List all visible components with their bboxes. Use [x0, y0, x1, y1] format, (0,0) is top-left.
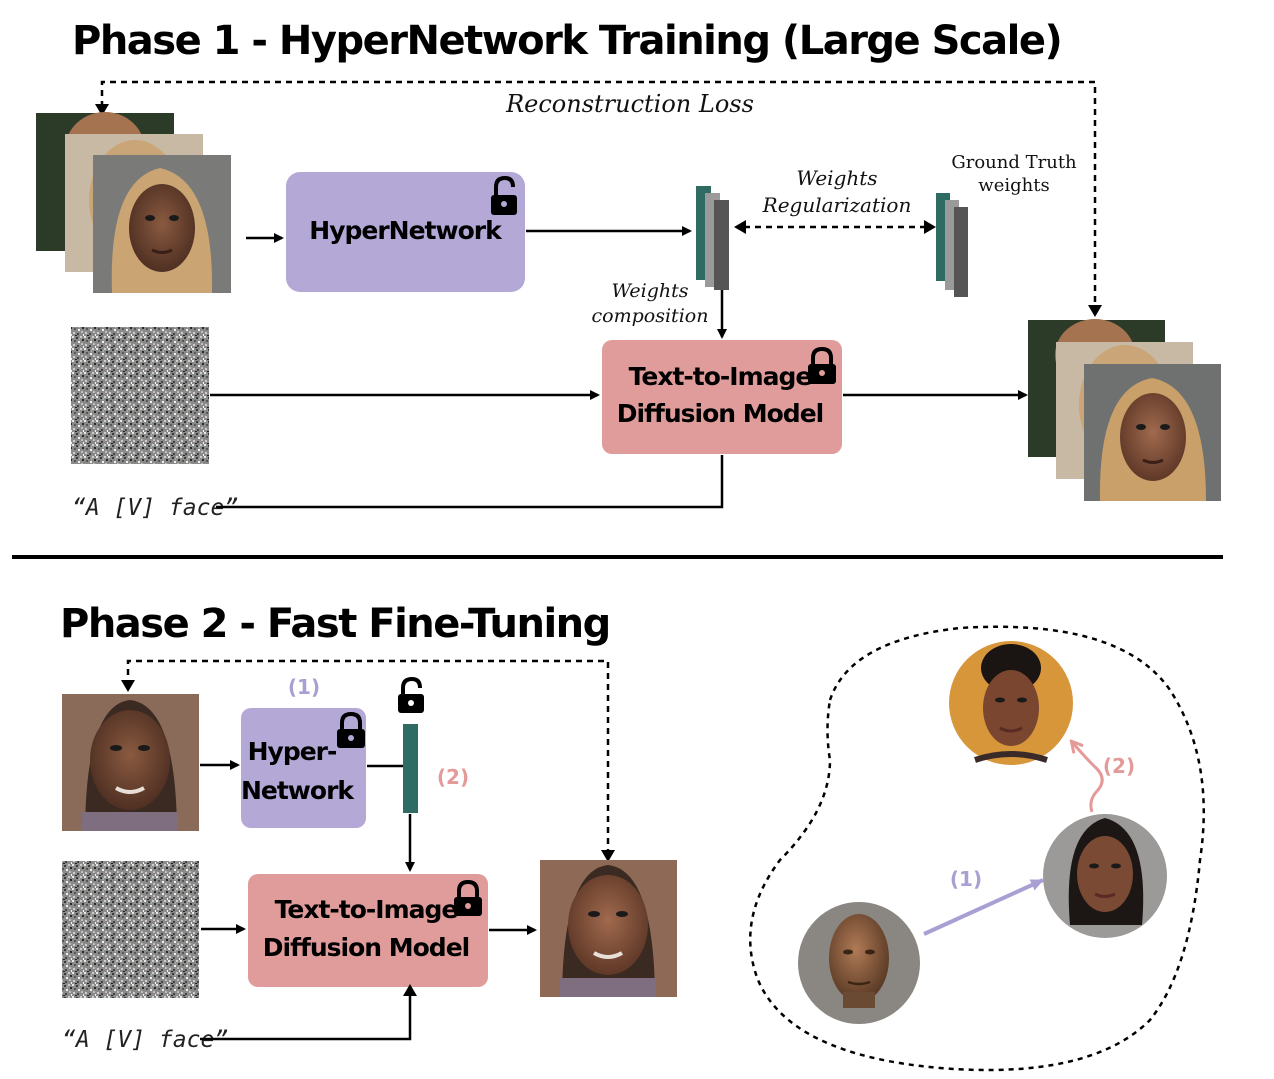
- phase2-hypernetwork-lock-icon: [337, 711, 365, 748]
- phase2-weight-bar: [403, 724, 418, 813]
- weights-composition-label-2: composition: [592, 305, 709, 327]
- unlock-icon: [491, 175, 517, 215]
- phase2-step2-label: (2): [437, 765, 469, 789]
- initial-weights-face: [798, 902, 920, 1024]
- weights-regularization-label-1: Weights: [796, 166, 877, 190]
- phase2-hypernetwork-label-2: Network: [241, 776, 355, 805]
- space-step2-arrow: [1072, 742, 1104, 813]
- prompt-connector: [216, 455, 724, 509]
- space-step2-label: (2): [1103, 754, 1135, 778]
- ground-truth-weights-stack: [936, 193, 968, 297]
- fine-tuned-face: [949, 641, 1073, 765]
- output-face-front: [1084, 364, 1221, 501]
- weights-composition-label-1: Weights: [611, 280, 688, 302]
- phase2-input-face: [62, 694, 199, 831]
- phase2-diffusion-box: Text-to-Image Diffusion Model: [248, 874, 488, 987]
- ground-truth-label-1: Ground Truth: [951, 152, 1077, 173]
- phase2-output-face: [540, 860, 677, 997]
- space-step1-arrow: [923, 878, 1044, 936]
- phase2-hypernetwork-box: Hyper- Network: [241, 708, 366, 828]
- hypernetwork-label: HyperNetwork: [309, 216, 503, 245]
- hypernetwork-box: HyperNetwork: [286, 172, 525, 292]
- reconstruction-loss-label: Reconstruction Loss: [505, 90, 754, 118]
- phase2-step1-label: (1): [288, 675, 320, 699]
- diffusion-model-box: Text-to-Image Diffusion Model: [602, 340, 842, 454]
- reconstruction-loss-arrow: [95, 80, 1102, 317]
- hypernetwork-prediction-face: [1043, 814, 1167, 938]
- output-faces-stack: [1028, 319, 1221, 501]
- phase2-diffusion-label-2: Diffusion Model: [263, 933, 469, 962]
- input-faces-stack: [36, 112, 231, 293]
- diffusion-label-1: Text-to-Image: [629, 362, 812, 391]
- input-face-front: [93, 155, 231, 293]
- phase2-hypernetwork-label-1: Hyper-: [248, 737, 337, 766]
- phase2-noise-image: [62, 861, 199, 998]
- ground-truth-label-2: weights: [978, 175, 1049, 196]
- phase2-reconstruction-arrow: [121, 659, 615, 862]
- noise-image: [71, 327, 209, 464]
- phase1-title: Phase 1 - HyperNetwork Training (Large S…: [72, 18, 1061, 64]
- space-step1-label: (1): [950, 867, 982, 891]
- phase2-diffusion-lock-icon: [454, 879, 482, 916]
- predicted-weights-stack: [696, 186, 729, 290]
- phase2-diffusion-label-1: Text-to-Image: [275, 895, 458, 924]
- weight-space-region: [748, 625, 1205, 1072]
- lock-icon: [808, 346, 836, 384]
- phase2-title: Phase 2 - Fast Fine-Tuning: [60, 601, 610, 647]
- weights-regularization-arrow: [734, 220, 936, 234]
- prompt-text: “A [V] face”: [72, 495, 238, 521]
- phase2-weight-unlock-icon: [398, 676, 424, 713]
- weights-regularization-label-2: Regularization: [762, 193, 912, 217]
- phase2-prompt-connector: [200, 994, 412, 1041]
- diffusion-label-2: Diffusion Model: [617, 399, 823, 428]
